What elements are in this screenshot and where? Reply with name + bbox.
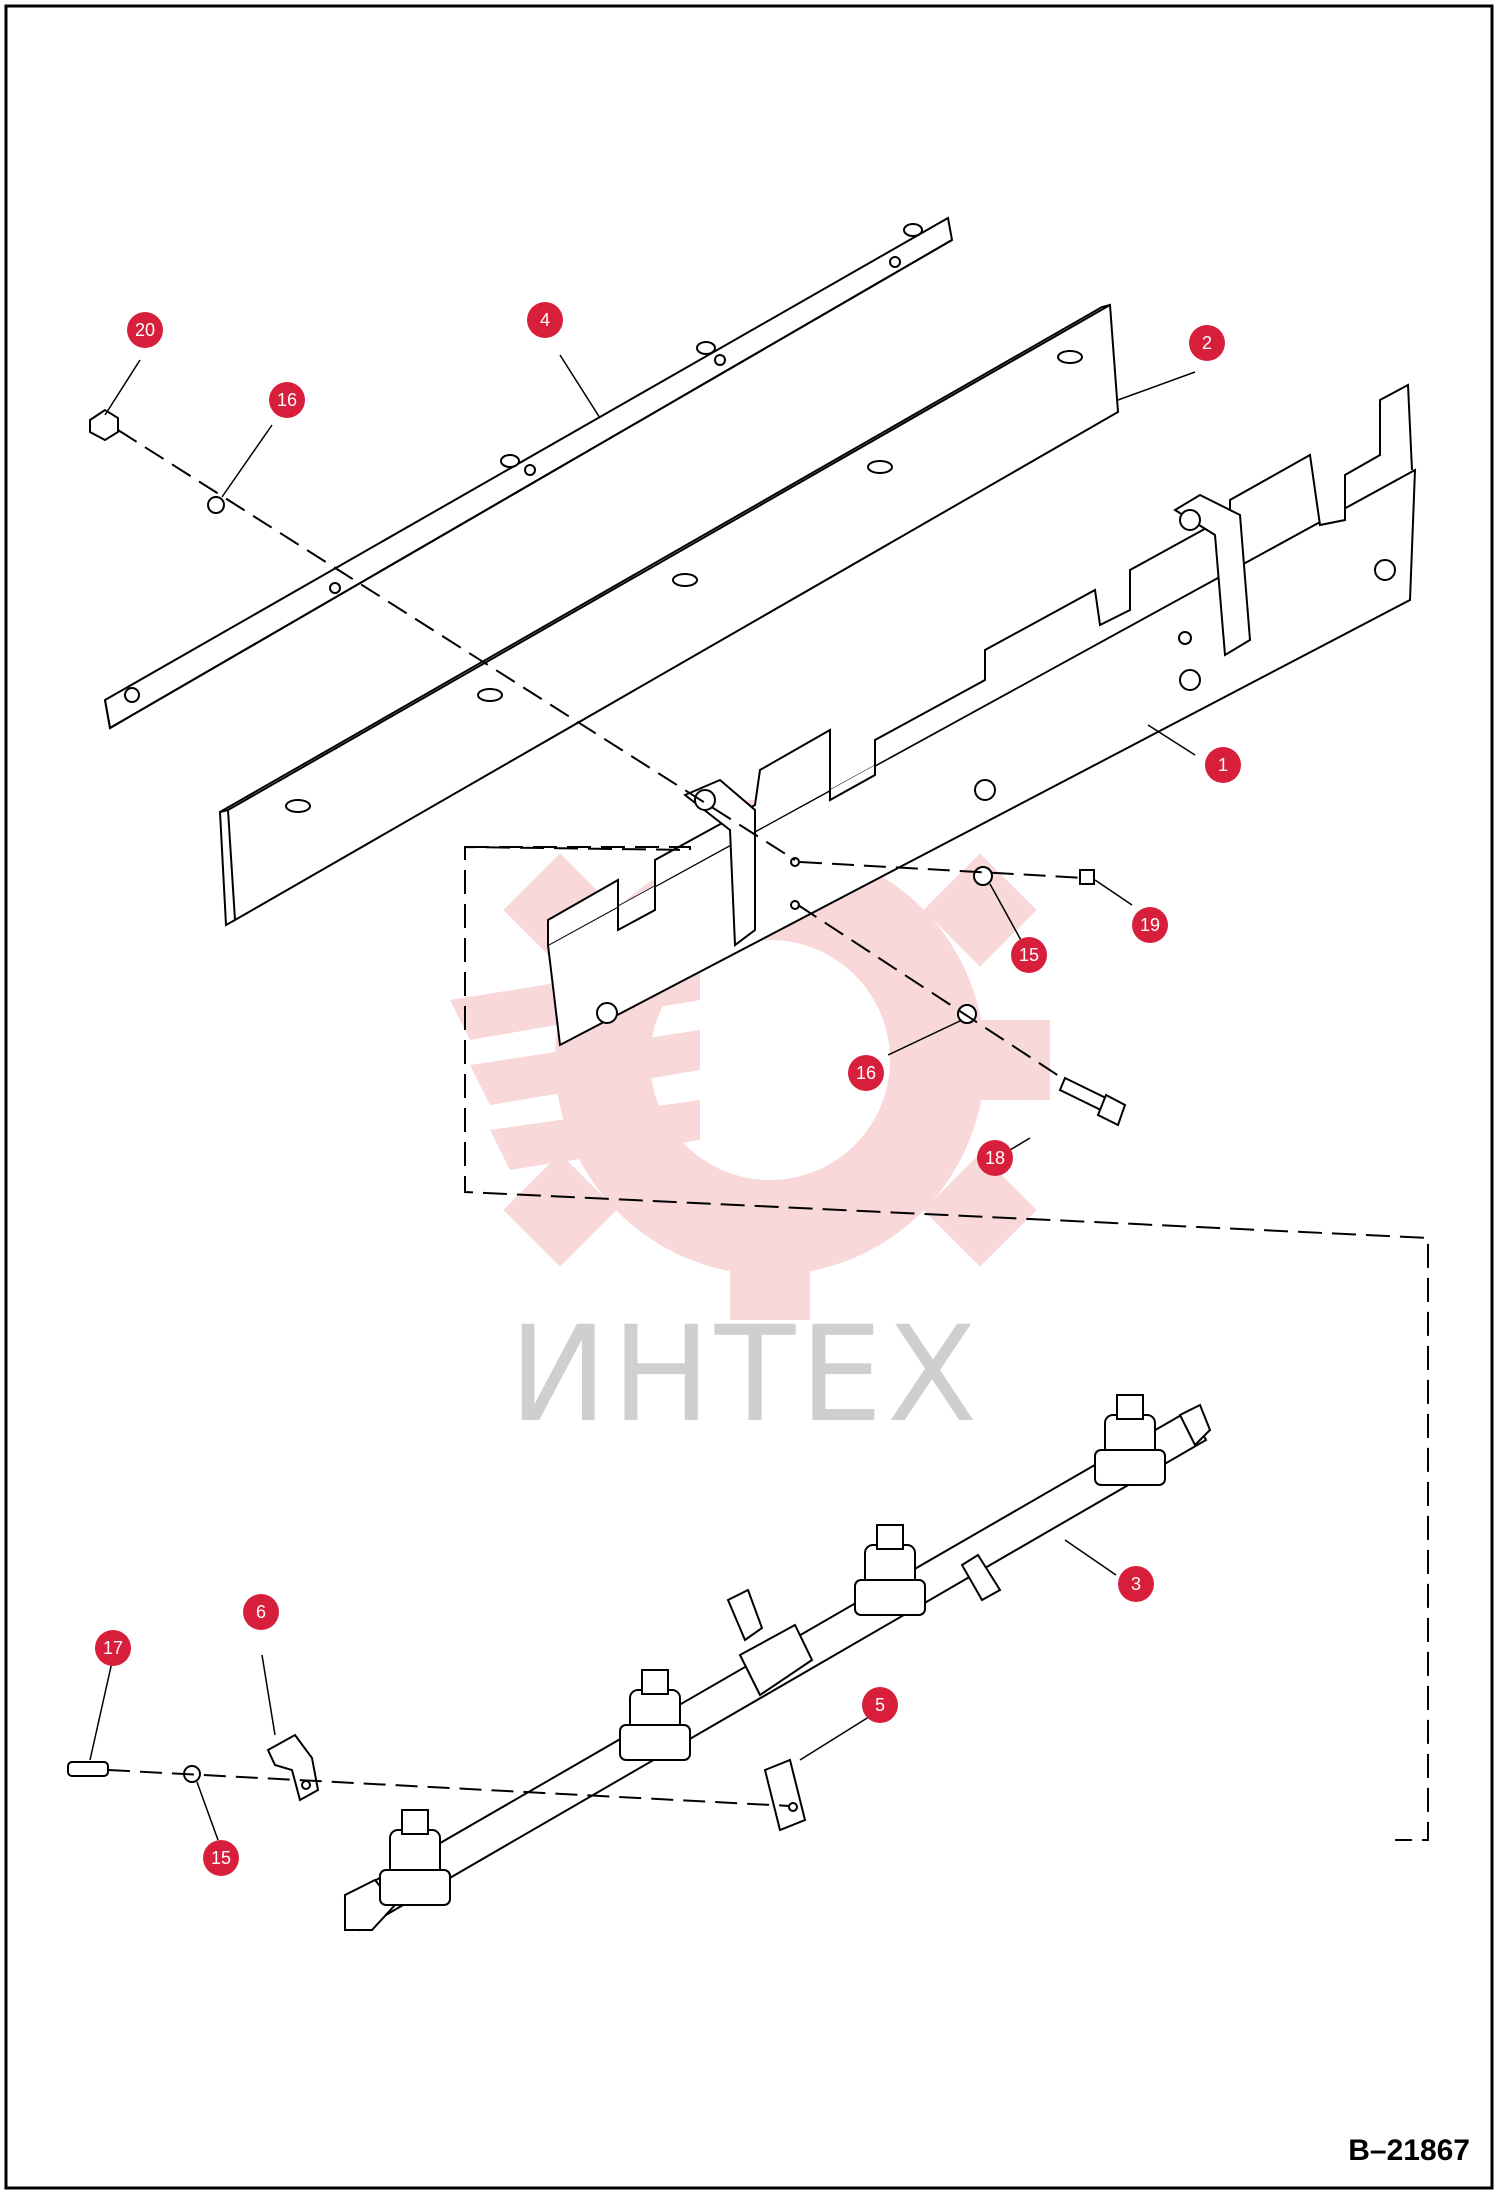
callout-18-label: 18 xyxy=(985,1148,1005,1168)
callout-6-label: 6 xyxy=(256,1602,266,1622)
callout-16-top: 16 xyxy=(269,382,305,418)
callout-2-label: 2 xyxy=(1202,333,1212,353)
callout-2: 2 xyxy=(1189,325,1225,361)
callout-19: 19 xyxy=(1132,907,1168,943)
part-6-clip xyxy=(266,1733,320,1802)
callout-1: 1 xyxy=(1205,747,1241,783)
drawing-reference: B–21867 xyxy=(1348,2134,1470,2167)
callout-4-label: 4 xyxy=(540,310,550,330)
assembly-line-b xyxy=(799,861,1086,879)
assembly-line-d xyxy=(107,1769,791,1807)
callout-16-mid-label: 16 xyxy=(856,1063,876,1083)
detail-outline xyxy=(464,845,1429,1841)
washer-15-mid xyxy=(973,866,993,886)
callout-20: 20 xyxy=(127,312,163,348)
watermark-text: ИНТЕХ xyxy=(509,1298,981,1452)
callout-6: 6 xyxy=(243,1594,279,1630)
callout-16-top-label: 16 xyxy=(277,390,297,410)
callout-3-label: 3 xyxy=(1131,1574,1141,1594)
part-3-rail xyxy=(343,1394,1212,1932)
drawing-border xyxy=(4,4,1494,2190)
injector-2 xyxy=(619,1669,691,1761)
callout-4: 4 xyxy=(527,302,563,338)
assembly-line-a xyxy=(117,429,796,861)
assembly-line-c xyxy=(797,904,1066,1081)
leader-lines xyxy=(89,354,1196,1841)
bolt-18 xyxy=(1058,1076,1127,1127)
callout-15-bottom-label: 15 xyxy=(211,1848,231,1868)
callout-17: 17 xyxy=(95,1630,131,1666)
callout-5-label: 5 xyxy=(875,1695,885,1715)
callout-19-label: 19 xyxy=(1140,915,1160,935)
callout-3: 3 xyxy=(1118,1566,1154,1602)
washer-16-top xyxy=(207,496,225,514)
callout-15-bottom: 15 xyxy=(203,1840,239,1876)
injector-3 xyxy=(854,1524,926,1616)
fastener-nut-20 xyxy=(89,408,119,442)
screw-17 xyxy=(67,1761,109,1777)
callout-15-mid-label: 15 xyxy=(1019,945,1039,965)
injector-4 xyxy=(1094,1394,1166,1486)
callout-18: 18 xyxy=(977,1140,1013,1176)
injector-1 xyxy=(379,1809,451,1906)
part-4-strip xyxy=(103,216,954,730)
part-5-plate xyxy=(763,1758,807,1832)
part-1-bracket xyxy=(546,383,1417,1047)
part-2-plate xyxy=(218,303,1120,927)
callout-16-mid: 16 xyxy=(848,1055,884,1091)
callout-15-mid: 15 xyxy=(1011,937,1047,973)
callout-20-label: 20 xyxy=(135,320,155,340)
nut-19 xyxy=(1079,869,1095,885)
callout-1-label: 1 xyxy=(1218,755,1228,775)
callout-5: 5 xyxy=(862,1687,898,1723)
callout-17-label: 17 xyxy=(103,1638,123,1658)
